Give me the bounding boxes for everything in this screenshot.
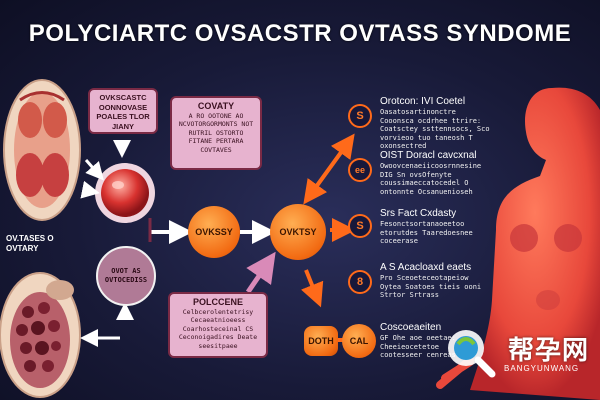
symptom-heading: OIST Doracl cavcxnal (380, 150, 477, 161)
symptom-text: Fesonctsortanaoeetoo etorutdes Taaredoes… (380, 220, 473, 246)
symptom-heading: Coscoeaeiten (380, 322, 442, 333)
symptom-item-2: OIST Doracl cavcxnal Owoovcenaeiicoosrnn… (380, 150, 496, 196)
bottom-orange-circle: CAL (342, 324, 376, 358)
info-card-text: A RO OOTONE AO NCVOTORGORMONTS NOT RUTRI… (178, 112, 254, 154)
symptom-text: Oasatosartinonctre Cooonsca ocdrhee ttri… (380, 108, 490, 151)
symptom-item-1: Orotcon: IVI Coetel Oasatosartinonctre C… (380, 96, 490, 151)
symptom-heading: Srs Fact Cxdasty (380, 208, 457, 219)
info-card-top-center: COVATY A RO OOTONE AO NCVOTORGORMONTS NO… (170, 96, 262, 170)
symptom-icon-label: S (356, 110, 364, 122)
symptom-text: GF Ohe aoe oeetae: Cheeieocetetoe cootes… (380, 334, 469, 360)
symptom-heading: A S Acacloaxd eaets (380, 262, 472, 273)
hormone-circle-right: OVKTSY (270, 204, 326, 260)
ovary-organ-top-illustration (3, 79, 81, 221)
follicle-illustration (95, 163, 155, 223)
info-card-text: OVKSCASTC OONNOVASE POALES TLOR JIANY (96, 93, 150, 131)
ovary-circle: OVOT AS OVTOCEDISS (96, 246, 156, 306)
info-card-top-left: OVKSCASTC OONNOVASE POALES TLOR JIANY (88, 88, 158, 134)
symptom-icon-label: ee (354, 165, 365, 175)
bottom-orange-circle-label: CAL (349, 336, 369, 346)
hormone-circle-right-label: OVKTSY (279, 227, 317, 237)
symptom-icon-3: S (348, 214, 372, 238)
symptom-icon-1: S (348, 104, 372, 128)
organ-label: OV.TASES O OVTARY (6, 234, 54, 253)
symptom-item-4: A S Acacloaxd eaets Pro Sceoeteceotapeio… (380, 262, 492, 300)
info-card-bottom: POLCCENE Celbcerolentetrisy Cecaeatnioee… (168, 292, 268, 358)
symptom-text: Pro Sceoeteceotapeiow Oytea Soatoes tiei… (380, 274, 482, 300)
magnifier-logo-icon (448, 330, 496, 378)
watermark-text: 帮孕网 (508, 336, 590, 366)
symptom-icon-2: ee (348, 158, 372, 182)
watermark-subtext: BANGYUNWANG (504, 364, 580, 373)
site-watermark: 帮孕网 BANGYUNWANG (438, 322, 590, 382)
symptom-icon-label: S (356, 220, 364, 232)
info-card-text: Celbcerolentetrisy Cecaeatnioeess Coarho… (178, 308, 258, 350)
hormone-circle-left-label: OVKSSY (195, 227, 233, 237)
symptom-icon-label: 8 (356, 276, 364, 288)
ovary-circle-label: OVOT AS OVTOCEDISS (104, 267, 148, 284)
bottom-orange-badge: DOTH (304, 326, 338, 356)
hormone-circle-left: OVKSSY (188, 206, 240, 258)
symptom-text: Owoovcenaeiicoosrnnesine DIG Sn ovsOfeny… (380, 162, 482, 196)
symptom-heading: Orotcon: IVI Coetel (380, 96, 466, 107)
page-title: POLYCIARTC OVSACSTR OVTASS SYNDOME (28, 20, 572, 47)
symptom-item-5: Coscoeaeiten GF Ohe aoe oeetae: Cheeieoc… (380, 322, 480, 360)
ovary-organ-bottom-illustration (0, 272, 81, 398)
info-card-heading: COVATY (197, 101, 235, 111)
symptom-icon-4: 8 (348, 270, 372, 294)
symptom-item-3: Srs Fact Cxdasty Fesonctsortanaoeetoo et… (380, 208, 490, 246)
bottom-orange-badge-label: DOTH (308, 336, 334, 346)
info-card-heading: POLCCENE (192, 297, 243, 307)
